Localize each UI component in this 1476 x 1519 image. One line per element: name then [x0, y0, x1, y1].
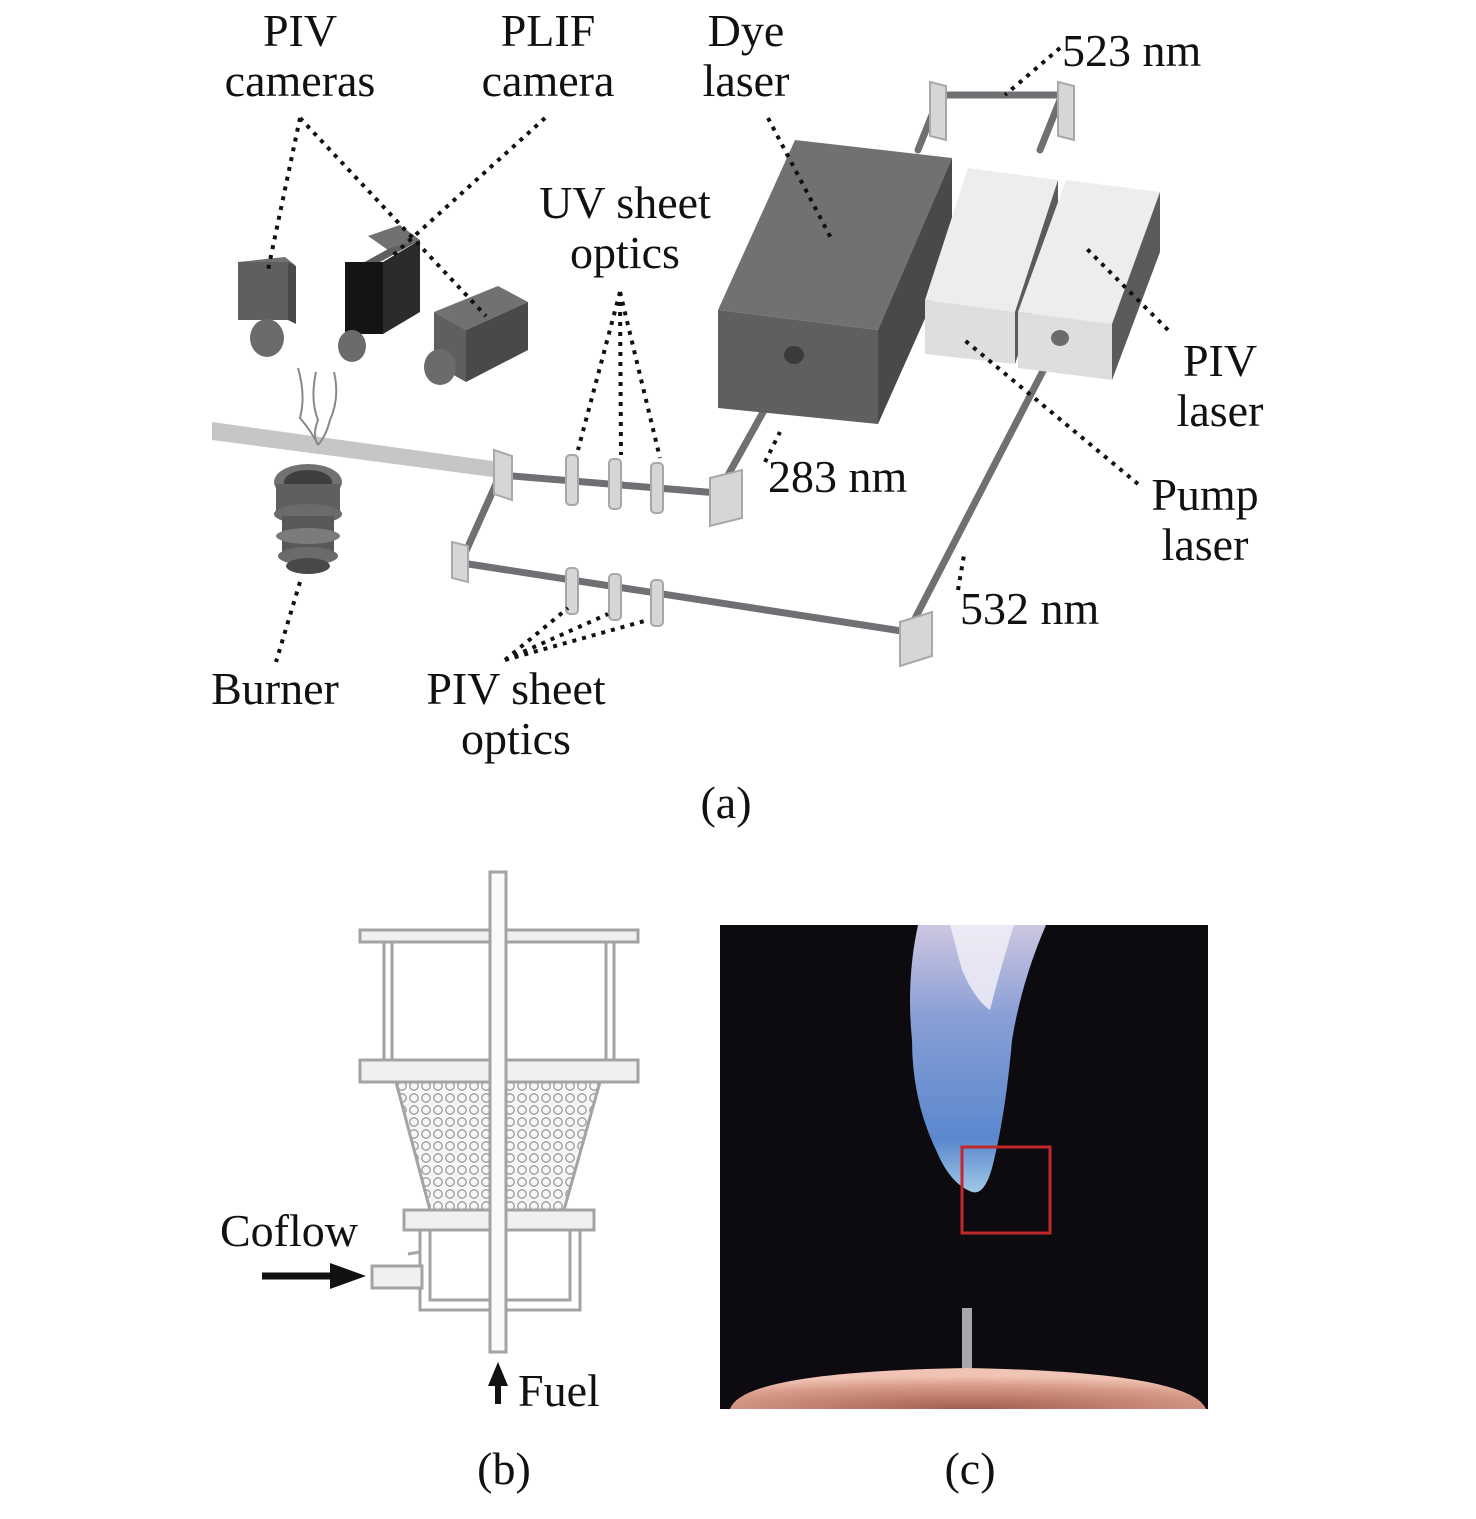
label-uv-sheet-optics: UV sheet optics — [539, 177, 711, 278]
caption-c: (c) — [944, 1443, 996, 1494]
sheet-optics — [451, 80, 1075, 668]
leader-lines — [266, 46, 1170, 663]
mirror-uv-left — [493, 448, 513, 502]
mirror-283 — [709, 468, 743, 528]
label-523nm: 523 nm — [1062, 25, 1202, 76]
caption-b: (b) — [477, 1443, 531, 1494]
mirror-piv-left — [451, 540, 469, 584]
label-283nm: 283 nm — [768, 451, 908, 502]
label-coflow: Coflow — [220, 1205, 358, 1256]
piv-camera-right — [424, 286, 528, 385]
camera-view-lines — [297, 367, 338, 446]
burner-3d — [274, 464, 342, 574]
laser-sheet — [212, 422, 500, 478]
dye-laser-box — [718, 140, 952, 424]
piv-camera-left — [238, 257, 296, 357]
label-plif-camera: PLIF camera — [481, 5, 615, 106]
label-burner: Burner — [211, 663, 339, 714]
label-532nm: 532 nm — [960, 583, 1100, 634]
piv-optic-1 — [565, 567, 579, 615]
piv-optic-2 — [608, 573, 622, 621]
label-dye-laser: Dye laser — [702, 5, 790, 106]
mirror-523-right — [1057, 80, 1075, 142]
uv-optic-2 — [608, 458, 622, 510]
label-piv-cameras: PIV cameras — [224, 5, 376, 106]
caption-a: (a) — [700, 777, 752, 828]
label-piv-sheet-optics: PIV sheet optics — [426, 663, 606, 764]
label-fuel: Fuel — [518, 1365, 600, 1416]
beam-532nm — [904, 334, 1064, 636]
beam-paths — [458, 91, 1068, 636]
uv-optic-1 — [565, 454, 579, 506]
beam-piv-bottom — [458, 559, 912, 636]
piv-optic-3 — [650, 579, 664, 627]
mirror-523-left — [929, 80, 947, 142]
label-piv-laser: PIV laser — [1176, 335, 1264, 436]
mirror-532 — [899, 610, 933, 668]
uv-optic-3 — [650, 462, 664, 514]
plif-camera — [338, 225, 420, 362]
label-pump-laser: Pump laser — [1151, 469, 1259, 570]
